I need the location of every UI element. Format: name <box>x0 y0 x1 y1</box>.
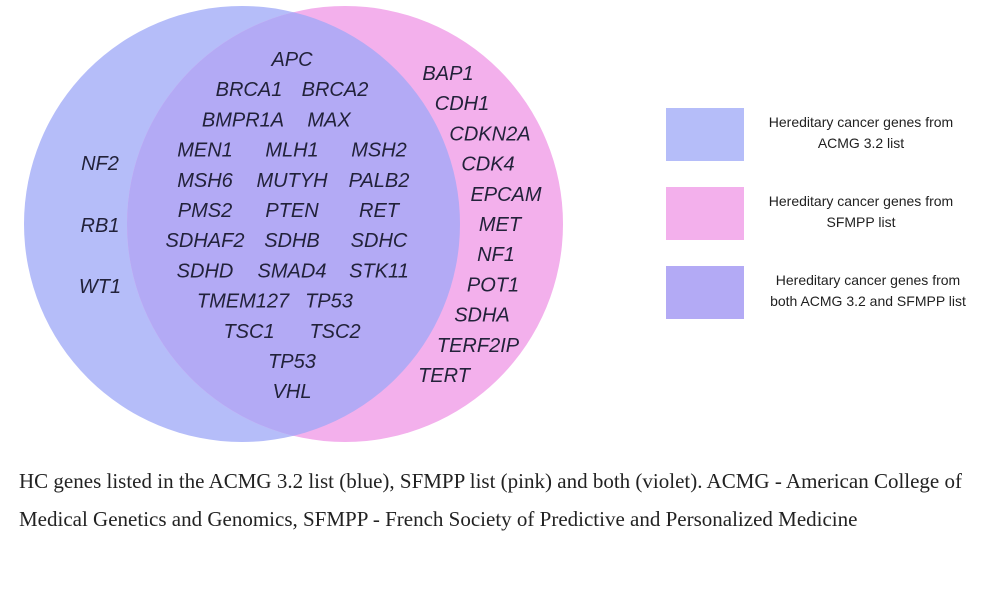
gene-label-shared: PTEN <box>265 200 319 222</box>
gene-label-sfmpp-only: MET <box>479 214 523 236</box>
gene-label-sfmpp-only: EPCAM <box>470 184 541 206</box>
gene-label-sfmpp-only: BAP1 <box>422 63 473 85</box>
gene-label-acmg-only: WT1 <box>79 276 121 298</box>
legend-label-acmg-line2: ACMG 3.2 list <box>817 135 905 151</box>
legend-swatch-both <box>666 266 744 319</box>
gene-label-shared: TSC1 <box>223 321 274 343</box>
legend-label-both-line2: both ACMG 3.2 and SFMPP list <box>770 293 966 309</box>
gene-label-shared: MAX <box>307 109 351 131</box>
gene-label-shared: TSC2 <box>309 321 360 343</box>
gene-label-shared: MUTYH <box>256 170 328 192</box>
gene-label-shared: STK11 <box>349 260 409 282</box>
gene-label-sfmpp-only: SDHA <box>454 305 510 327</box>
gene-label-shared: SDHAF2 <box>166 230 245 252</box>
gene-label-shared: PALB2 <box>349 170 410 192</box>
gene-label-shared: APC <box>270 49 313 71</box>
gene-label-shared: MSH2 <box>351 140 407 162</box>
gene-label-sfmpp-only: NF1 <box>477 244 515 266</box>
gene-label-shared: SDHB <box>264 230 320 252</box>
gene-label-shared: TP53 <box>305 291 353 313</box>
gene-label-acmg-only: NF2 <box>81 153 119 175</box>
gene-label-shared: SDHC <box>351 230 408 252</box>
gene-label-shared: BRCA1 <box>216 79 283 101</box>
gene-label-shared: SDHD <box>177 260 234 282</box>
legend-swatch-sfmpp <box>666 187 744 240</box>
gene-label-shared: TMEM127 <box>197 291 290 313</box>
gene-label-shared: TP53 <box>268 351 316 373</box>
legend-label-sfmpp-line1: Hereditary cancer genes from <box>768 193 954 209</box>
gene-label-acmg-only: RB1 <box>81 215 120 237</box>
legend-label-both-line1: Hereditary cancer genes from <box>775 272 961 288</box>
legend-label-both: Hereditary cancer genes from both ACMG 3… <box>748 270 988 312</box>
gene-label-shared: VHL <box>273 381 312 403</box>
gene-label-shared: RET <box>359 200 401 222</box>
legend-label-sfmpp: Hereditary cancer genes from SFMPP list <box>741 191 981 233</box>
gene-label-sfmpp-only: TERT <box>418 365 472 387</box>
gene-label-shared: MSH6 <box>177 170 233 192</box>
gene-label-shared: PMS2 <box>178 200 232 222</box>
gene-label-sfmpp-only: CDKN2A <box>449 123 530 145</box>
legend-label-acmg-line1: Hereditary cancer genes from <box>768 114 954 130</box>
gene-label-sfmpp-only: TERF2IP <box>437 335 520 357</box>
gene-label-sfmpp-only: CDK4 <box>461 154 514 176</box>
legend-swatch-acmg <box>666 108 744 161</box>
gene-label-shared: MEN1 <box>177 140 233 162</box>
gene-label-sfmpp-only: POT1 <box>467 274 519 296</box>
figure-caption: HC genes listed in the ACMG 3.2 list (bl… <box>19 469 963 531</box>
legend-label-sfmpp-line2: SFMPP list <box>826 214 896 230</box>
gene-label-sfmpp-only: CDH1 <box>435 93 489 115</box>
gene-label-shared: BRCA2 <box>302 79 369 101</box>
gene-label-shared: BMPR1A <box>202 109 284 131</box>
gene-label-shared: SMAD4 <box>258 260 327 282</box>
legend-label-acmg: Hereditary cancer genes from ACMG 3.2 li… <box>741 112 981 154</box>
gene-label-shared: MLH1 <box>265 140 318 162</box>
